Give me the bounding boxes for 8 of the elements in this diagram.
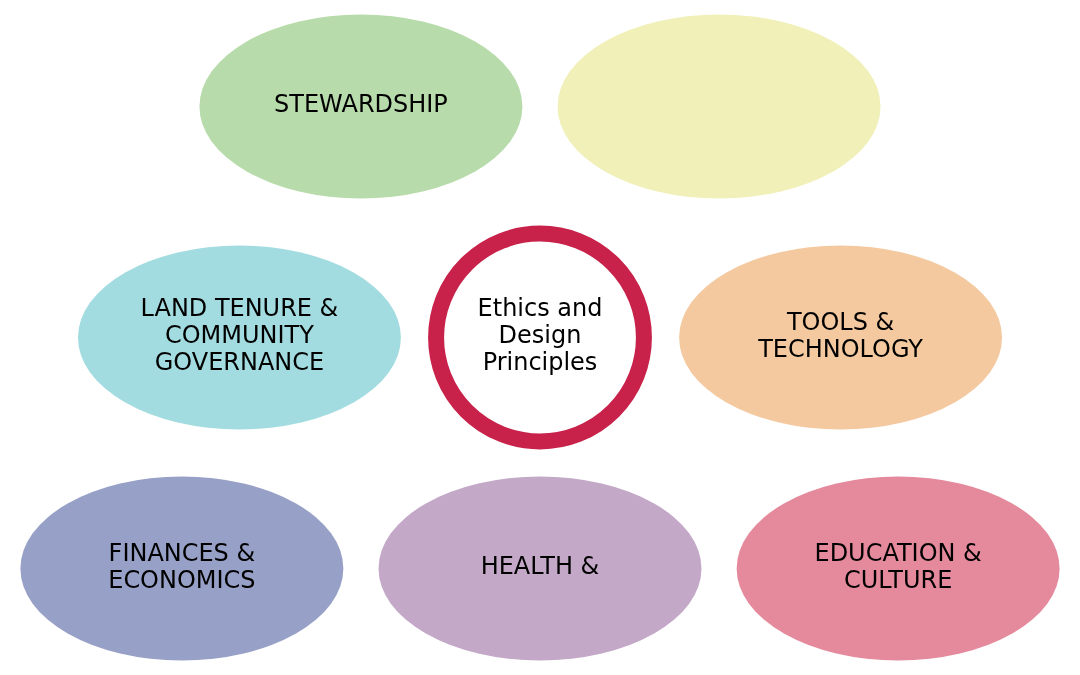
node-ellipse: FINANCES & ECONOMICS [20,476,344,661]
node-ellipse: LAND TENURE & COMMUNITY GOVERNANCE [77,245,401,430]
node-ellipse: EDUCATION & CULTURE [736,476,1060,661]
node-circle: Ethics and Design Principles [428,225,652,450]
node-ellipse: STEWARDSHIP [199,14,523,199]
node-ellipse: TOOLS & TECHNOLOGY [679,245,1003,430]
node-ellipse [557,14,881,199]
node-ellipse: HEALTH & [378,476,702,661]
